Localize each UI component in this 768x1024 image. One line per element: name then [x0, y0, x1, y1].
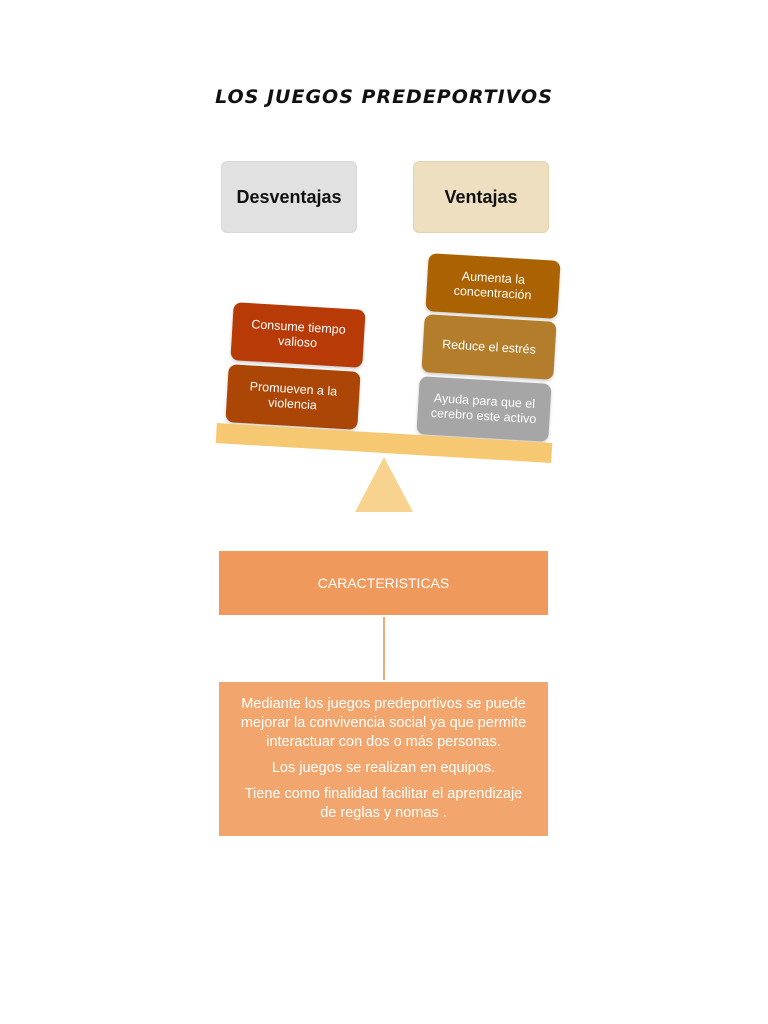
page-title: LOS JUEGOS PREDEPORTIVOS	[215, 86, 553, 108]
description-paragraph: Tiene como finalidad facilitar el aprend…	[219, 785, 548, 823]
description-line: mejorar la convivencia social ya que per…	[240, 715, 527, 731]
connector-line	[383, 617, 385, 680]
description-line: de reglas y nomas .	[320, 805, 447, 821]
advantages-header: Ventajas	[413, 161, 549, 233]
advantage-block-concentration: Aumenta la concentración	[425, 253, 561, 319]
description-line: interactuar con dos o más personas.	[266, 734, 501, 750]
disadvantages-header: Desventajas	[221, 161, 357, 233]
characteristics-description: Mediante los juegos predeportivos se pue…	[219, 682, 548, 836]
block-line: concentración	[453, 283, 532, 303]
characteristics-box: CARACTERISTICAS	[219, 551, 548, 615]
description-paragraph: Los juegos se realizan en equipos.	[219, 759, 548, 778]
block-line: Reduce el estrés	[441, 336, 537, 357]
description-line: Los juegos se realizan en equipos.	[271, 760, 496, 776]
description-line: Mediante los juegos predeportivos se pue…	[241, 696, 526, 712]
disadvantage-block-consume-time: Consume tiempo valioso	[230, 302, 366, 368]
description-paragraph: Mediante los juegos predeportivos se pue…	[219, 695, 548, 752]
disadvantage-block-violence: Promueven a la violencia	[225, 364, 361, 430]
description-line: Tiene como finalidad facilitar el aprend…	[244, 786, 523, 802]
advantage-block-brain: Ayuda para que el cerebro este activo	[416, 376, 552, 442]
balance-fulcrum	[355, 457, 413, 512]
advantage-block-stress: Reduce el estrés	[421, 314, 557, 380]
